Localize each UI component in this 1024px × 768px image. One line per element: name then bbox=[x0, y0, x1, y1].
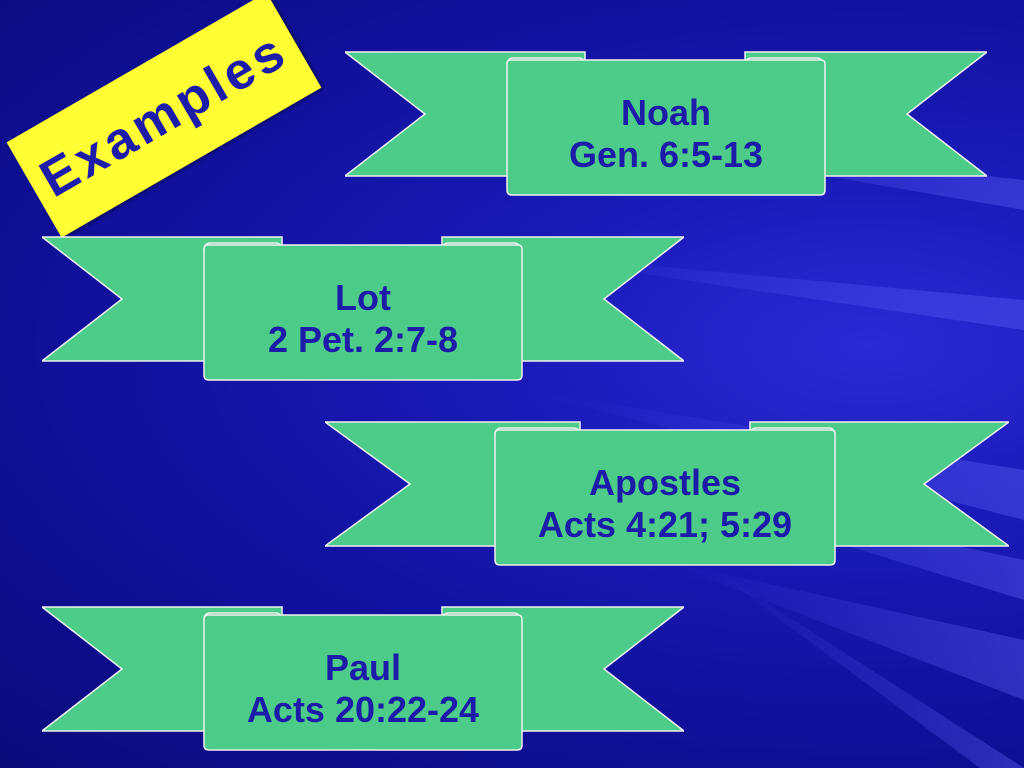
banner-noah-ref: Gen. 6:5-13 bbox=[568, 134, 764, 175]
banner-lot-ref: 2 Pet. 2:7-8 bbox=[267, 319, 459, 360]
banner-apostles: Apostles Acts 4:21; 5:29 bbox=[325, 420, 1009, 566]
banner-noah: Noah Gen. 6:5-13 bbox=[345, 50, 987, 196]
banner-lot: Lot 2 Pet. 2:7-8 bbox=[42, 235, 684, 381]
banner-paul: Paul Acts 20:22-24 bbox=[42, 605, 684, 751]
banner-paul-ref: Acts 20:22-24 bbox=[246, 689, 480, 730]
banner-apostles-ref: Acts 4:21; 5:29 bbox=[537, 504, 793, 545]
banner-noah-name: Noah bbox=[621, 92, 711, 133]
banner-apostles-name: Apostles bbox=[588, 462, 742, 503]
banner-paul-name: Paul bbox=[324, 647, 402, 688]
banner-lot-name: Lot bbox=[335, 277, 391, 318]
